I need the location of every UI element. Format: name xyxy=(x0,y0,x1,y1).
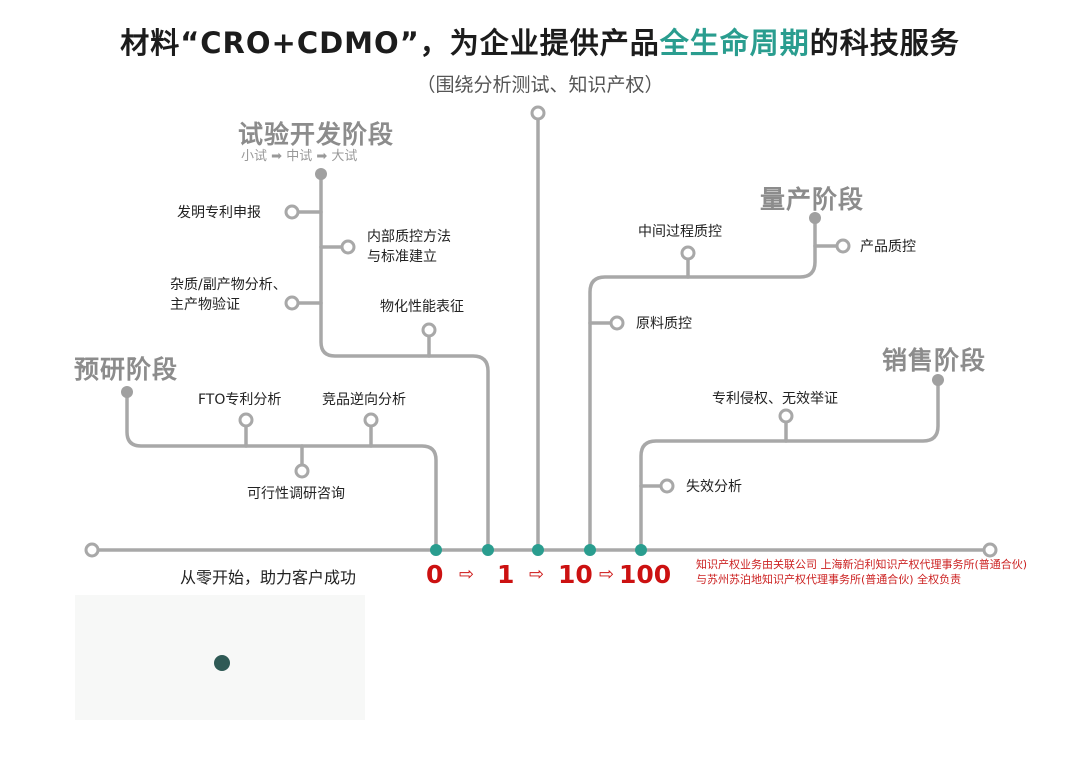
stage-title-research: 预研阶段 xyxy=(74,355,179,384)
step-arrow-2: ➡ xyxy=(316,149,328,164)
step-mid: 中试 xyxy=(286,149,313,164)
milestone-arrow-1: ⇨ xyxy=(459,564,475,585)
item-reverse-analysis: 竞品逆向分析 xyxy=(322,392,406,408)
milestone-node-0 xyxy=(430,544,442,556)
milestone-node-100 xyxy=(584,544,596,556)
milestone-node-sales xyxy=(635,544,647,556)
cursor-dot xyxy=(214,655,230,671)
node-fto xyxy=(238,412,254,428)
page-title: 材料“CRO+CDMO”，为企业提供产品全生命周期的科技服务 xyxy=(0,20,1080,62)
node-patent xyxy=(284,204,300,220)
item-internal-method: 内部质控方法 xyxy=(367,229,451,245)
node-physchem xyxy=(421,322,437,338)
milestone-0: 0 xyxy=(426,560,444,589)
title-post: 的科技服务 xyxy=(809,26,960,60)
node-method xyxy=(340,239,356,255)
stage-node-trial xyxy=(315,168,327,180)
node-impurity xyxy=(284,295,300,311)
item-infringement: 专利侵权、无效举证 xyxy=(712,391,838,407)
production-branch xyxy=(588,216,817,552)
disclaimer-line-2: 与苏州苏泊地知识产权代理事务所(普通合伙) 全权负责 xyxy=(696,573,962,586)
milestone-node-1 xyxy=(482,544,494,556)
item-fto-analysis: FTO专利分析 xyxy=(198,392,282,408)
node-reverse xyxy=(363,412,379,428)
research-branch xyxy=(125,390,438,552)
node-infringement xyxy=(778,408,794,424)
start-label: 从零开始，助力客户成功 xyxy=(180,568,357,587)
step-arrow-1: ➡ xyxy=(271,149,283,164)
stage-title-sales: 销售阶段 xyxy=(882,346,987,375)
axis-start-node xyxy=(84,542,100,558)
node-failure xyxy=(659,478,675,494)
milestone-node-10 xyxy=(532,544,544,556)
title-highlight: 全生命周期 xyxy=(659,26,810,60)
node-process-qc xyxy=(680,245,696,261)
item-patent-filing: 发明专利申报 xyxy=(177,205,261,221)
trial-steps: 小试 ➡ 中试 ➡ 大试 xyxy=(241,145,357,164)
item-product-qc: 产品质控 xyxy=(860,239,916,255)
item-impurity: 杂质/副产物分析、 xyxy=(170,277,287,293)
stage-node-production xyxy=(809,212,821,224)
item-raw-qc: 原料质控 xyxy=(636,316,692,332)
item-standard: 与标准建立 xyxy=(367,249,437,265)
item-failure-analysis: 失效分析 xyxy=(686,479,742,495)
stage-title-trial: 试验开发阶段 xyxy=(238,120,395,149)
item-process-qc: 中间过程质控 xyxy=(638,224,722,240)
page-subtitle: （围绕分析测试、知识产权） xyxy=(416,74,664,96)
center-top-node xyxy=(530,105,546,121)
item-physchem: 物化性能表征 xyxy=(380,299,464,315)
item-feasibility: 可行性调研咨询 xyxy=(247,486,345,502)
milestone-arrow-3: ⇨ xyxy=(599,564,615,585)
milestone-arrow-2: ⇨ xyxy=(529,564,545,585)
node-feasibility xyxy=(294,463,310,479)
stage-title-production: 量产阶段 xyxy=(760,185,865,214)
item-main-product: 主产物验证 xyxy=(170,297,240,313)
stage-node-sales xyxy=(932,374,944,386)
step-small: 小试 xyxy=(241,149,268,164)
title-pre: 材料“CRO+CDMO”，为企业提供产品 xyxy=(120,26,660,60)
trial-branch xyxy=(319,172,490,552)
milestone-1: 1 xyxy=(497,560,515,589)
axis-end-node xyxy=(982,542,998,558)
stage-node-research xyxy=(121,386,133,398)
milestone-100: 100 xyxy=(619,560,672,589)
node-product-qc xyxy=(835,238,851,254)
disclaimer-line-1: 知识产权业务由关联公司 上海新泊利知识产权代理事务所(普通合伙) xyxy=(696,558,1028,571)
sales-branch xyxy=(639,378,940,552)
milestone-10: 10 xyxy=(558,560,593,589)
node-raw-qc xyxy=(609,315,625,331)
step-large: 大试 xyxy=(331,149,358,164)
